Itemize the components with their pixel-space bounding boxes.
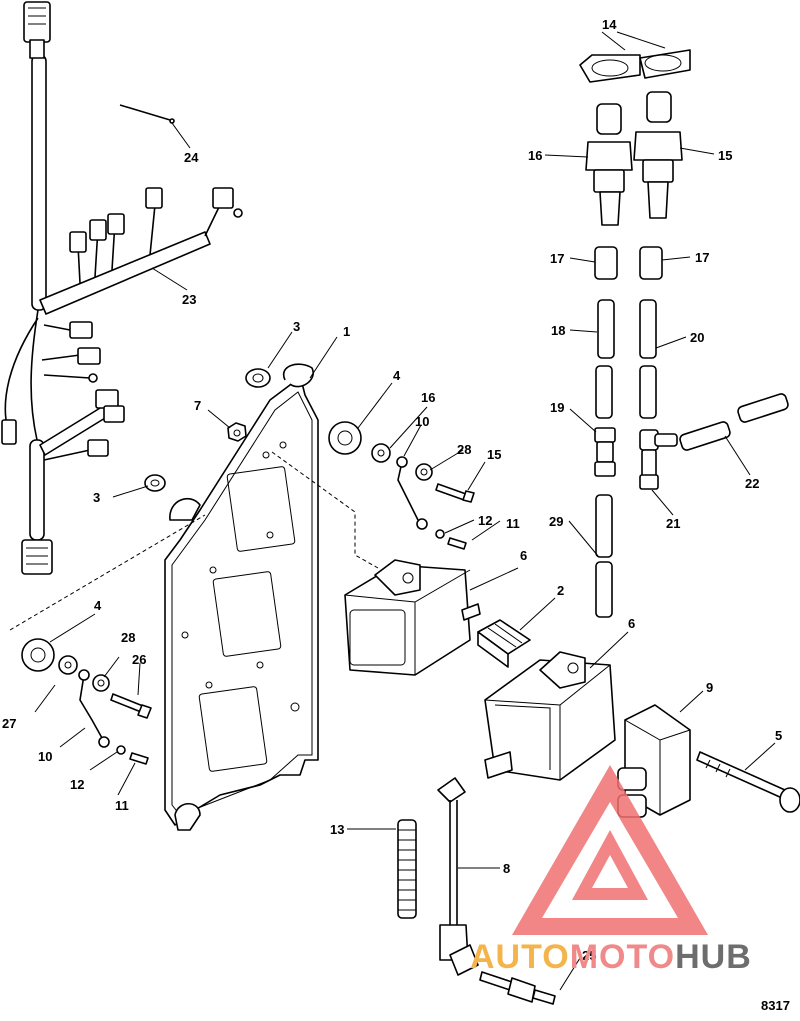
- figure-code: 8317: [761, 998, 790, 1013]
- callout-11-left: 11: [115, 798, 129, 813]
- callout-20: 20: [690, 330, 704, 345]
- callout-18: 18: [551, 323, 565, 338]
- svg-text:AUTOMOTOHUB: AUTOMOTOHUB: [470, 938, 752, 976]
- fittings-17: [594, 246, 663, 280]
- callout-2: 2: [557, 583, 564, 598]
- hardware-parts: [9, 368, 475, 765]
- callout-labels: 1 2 3 3 4 4 5 6 6 7 8 9 10 10 11 11 12 1…: [2, 17, 782, 963]
- watermark-hub: HUB: [675, 938, 752, 976]
- ignition-coil-upper: [344, 559, 481, 676]
- callout-16-sensor: 16: [528, 148, 542, 163]
- watermark-auto: AUTO: [470, 938, 570, 976]
- callout-4-left: 4: [94, 598, 102, 613]
- callout-7: 7: [194, 398, 201, 413]
- sensor-clips: [579, 49, 691, 83]
- ignition-coil-lower: [484, 651, 616, 781]
- callout-22: 22: [745, 476, 759, 491]
- callout-21: 21: [666, 516, 680, 531]
- callout-10-left: 10: [38, 749, 52, 764]
- callout-9: 9: [706, 680, 713, 695]
- callout-14: 14: [602, 17, 617, 32]
- sensor-16: [585, 103, 633, 226]
- tee-21: [639, 429, 678, 490]
- callout-3-left: 3: [93, 490, 100, 505]
- callout-13: 13: [330, 822, 344, 837]
- wiring-harness: [1, 1, 243, 575]
- callout-11-right: 11: [506, 516, 520, 531]
- fuel-hoses: [595, 299, 789, 618]
- callout-25: 25: [582, 948, 596, 963]
- callout-27: 27: [2, 716, 16, 731]
- sleeve: [397, 819, 417, 919]
- bolt-5: [696, 751, 800, 813]
- watermark-logo: [512, 765, 708, 935]
- sensor-15: [633, 91, 683, 219]
- callout-28-right: 28: [457, 442, 471, 457]
- mounting-plate: [164, 363, 319, 831]
- watermark-moto: MOTO: [570, 938, 675, 976]
- coil-bracket: [477, 619, 531, 668]
- callout-6-upper: 6: [520, 548, 527, 563]
- callout-5: 5: [775, 728, 782, 743]
- callout-26: 26: [132, 652, 146, 667]
- callout-8: 8: [503, 861, 510, 876]
- leader-lines: [34, 31, 776, 991]
- callout-24: 24: [184, 150, 199, 165]
- callout-12-right: 12: [478, 513, 492, 528]
- callout-12-left: 12: [70, 777, 84, 792]
- callout-28-left: 28: [121, 630, 135, 645]
- callout-19: 19: [550, 400, 564, 415]
- watermark-text: AUTOMOTOHUB: [470, 938, 752, 976]
- callout-16-washer: 16: [421, 390, 435, 405]
- callout-1: 1: [343, 324, 350, 339]
- callout-17-right: 17: [695, 250, 709, 265]
- callout-23: 23: [182, 292, 196, 307]
- callout-15-bolt: 15: [487, 447, 501, 462]
- spark-plug-lead: [437, 777, 479, 976]
- connector-19: [594, 427, 616, 477]
- spark-plug: [479, 971, 556, 1005]
- callout-17-left: 17: [550, 251, 564, 266]
- callout-10-right: 10: [415, 414, 429, 429]
- callout-15-sensor: 15: [718, 148, 732, 163]
- callout-3-top: 3: [293, 319, 300, 334]
- callout-29: 29: [549, 514, 563, 529]
- callout-6-lower: 6: [628, 616, 635, 631]
- callout-4-right: 4: [393, 368, 401, 383]
